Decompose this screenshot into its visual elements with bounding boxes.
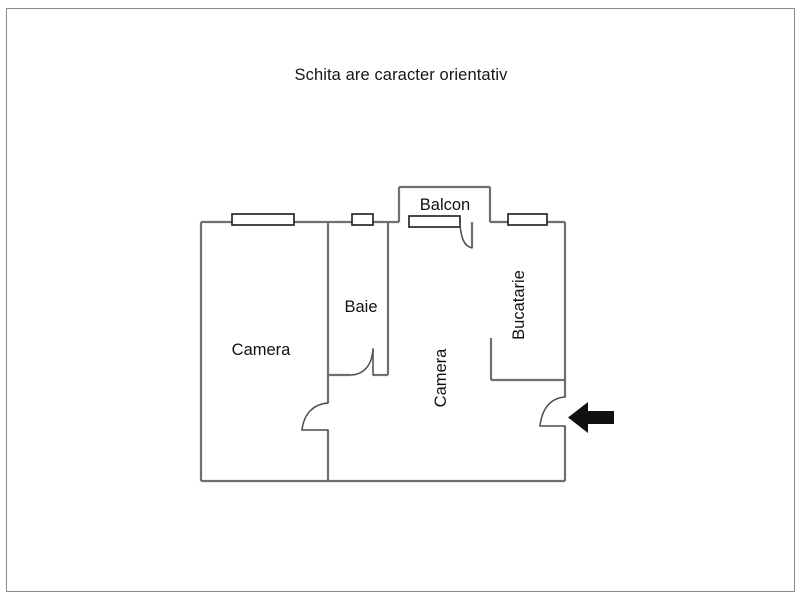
window-camera-left (231, 213, 295, 226)
room-label-group: Camera Baie Balcon Camera Bucatarie (232, 196, 528, 407)
room-label-camera-left: Camera (232, 341, 292, 359)
door-group (301, 223, 566, 431)
page-title: Schita are caracter orientativ (294, 66, 508, 84)
door-baie-arc (349, 348, 374, 376)
window-group (231, 213, 548, 228)
window-bucatarie (507, 213, 548, 226)
window-balcon-door (408, 215, 461, 228)
door-camera-left-arc (301, 402, 329, 431)
room-label-balcon: Balcon (420, 196, 470, 214)
room-label-baie: Baie (344, 298, 377, 316)
door-balcon-arc (459, 223, 473, 249)
entrance-arrow (568, 402, 614, 433)
window-baie (351, 213, 374, 226)
room-label-camera-right: Camera (432, 348, 450, 408)
page-border-frame (6, 8, 795, 592)
door-entrance-arc (539, 396, 566, 427)
room-label-bucatarie: Bucatarie (510, 270, 528, 340)
wall-group (199, 185, 567, 483)
entrance-arrow-icon (568, 402, 614, 433)
